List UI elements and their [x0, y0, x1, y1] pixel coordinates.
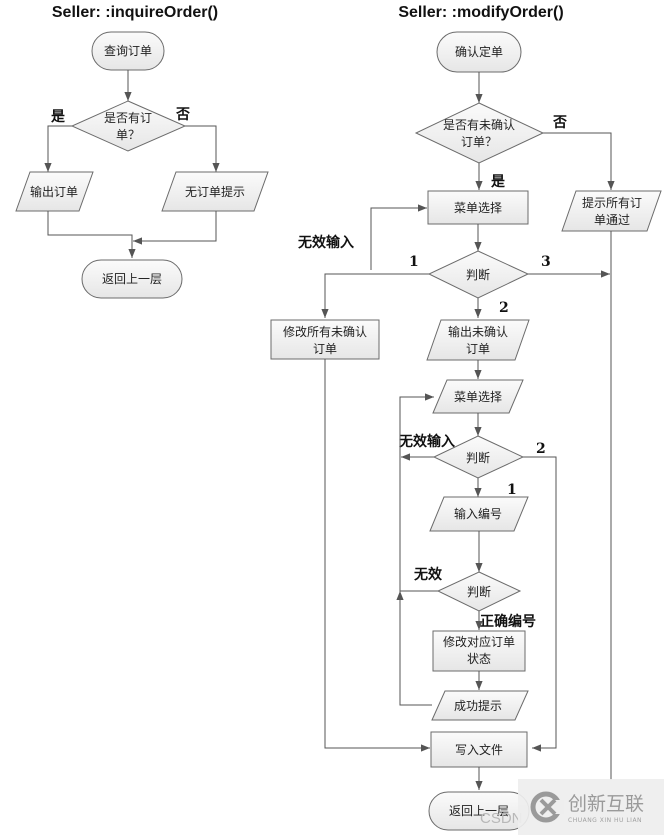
edge-success-loop-up	[396, 591, 432, 706]
judge-2-label: 判断	[466, 450, 490, 465]
modify-status-node: 修改对应订单 状态	[432, 630, 526, 672]
correct-id-label: 正确编号	[480, 613, 536, 630]
input-id-label: 输入编号	[454, 506, 502, 521]
inquire-end-node: 返回上一层	[81, 259, 183, 299]
sub-branch-1-label: 1	[507, 482, 517, 498]
watermark-brand-sub: CHUANG XIN HU LIAN	[568, 817, 642, 824]
inquire-decision-line2: 单？	[116, 128, 140, 142]
edge-invalid-back-to-menu	[370, 204, 427, 270]
success-tip-label: 成功提示	[454, 698, 502, 713]
watermark: CSDN 创新互联 CHUANG XIN HU LIAN	[480, 779, 664, 835]
modify-all-line2: 订单	[313, 342, 337, 356]
branch-3-label: 3	[541, 254, 551, 270]
modify-end-label: 返回上一层	[449, 804, 509, 818]
write-file-label: 写入文件	[455, 742, 503, 757]
judge-1-label: 判断	[466, 267, 490, 282]
branch-2-label: 2	[499, 300, 509, 316]
menu-select-2-label: 菜单选择	[454, 390, 502, 404]
modify-status-line1: 修改对应订单	[443, 634, 515, 649]
menu-select-2-node: 菜单选择	[432, 379, 524, 414]
modify-all-node: 修改所有未确认 订单	[270, 319, 380, 360]
inquire-order-title: Seller: :inquireOrder()	[52, 4, 218, 21]
output-unconfirmed-line1: 输出未确认	[448, 324, 508, 339]
judge-3-label: 判断	[467, 584, 491, 599]
all-passed-tip-line1: 提示所有订	[582, 195, 642, 210]
inquire-decision-line1: 是否有订	[104, 111, 152, 125]
invalid-input-2-label: 无效输入	[398, 433, 455, 450]
input-id-node: 输入编号	[429, 496, 529, 532]
success-tip-node: 成功提示	[431, 690, 529, 721]
modify-start-node: 确认定单	[436, 31, 522, 73]
inquire-end-label: 返回上一层	[102, 272, 162, 286]
edge-branch-1	[321, 273, 429, 318]
all-passed-tip-line2: 单通过	[594, 213, 630, 227]
judge-3-node: 判断	[436, 571, 522, 612]
inquire-decision-node: 是否有订 单？	[70, 100, 187, 152]
inquire-yes-label: 是	[51, 109, 66, 125]
watermark-csdn: CSDN	[480, 810, 523, 827]
all-passed-tip-node: 提示所有订 单通过	[561, 190, 662, 232]
menu-select-1-node: 菜单选择	[427, 190, 529, 225]
edge-tip-to-end	[133, 211, 217, 245]
modify-all-line1: 修改所有未确认	[283, 324, 367, 339]
no-order-tip-node: 无订单提示	[161, 171, 269, 212]
output-orders-label: 输出订单	[30, 184, 78, 199]
inquire-start-label: 查询订单	[104, 44, 152, 58]
inquire-no-label: 否	[175, 107, 190, 123]
sub-branch-2-label: 2	[536, 441, 546, 457]
branch-1-label: 1	[409, 254, 419, 270]
output-unconfirmed-line2: 订单	[466, 342, 490, 356]
no-order-tip-label: 无订单提示	[185, 184, 245, 199]
modify-status-line2: 状态	[467, 652, 491, 666]
edge-output-to-end	[47, 211, 136, 258]
invalid-input-1-label: 无效输入	[297, 234, 354, 251]
modify-start-label: 确认定单	[455, 44, 503, 59]
edge-no-to-tip	[185, 125, 220, 172]
unconfirmed-decision-line2: 订单？	[461, 135, 497, 149]
output-orders-node: 输出订单	[15, 171, 94, 212]
unconfirmed-decision-line1: 是否有未确认	[443, 118, 515, 132]
unconfirmed-decision-node: 是否有未确认 订单？	[414, 102, 545, 164]
output-unconfirmed-node: 输出未确认 订单	[426, 319, 530, 361]
modify-order-title: Seller: :modifyOrder()	[398, 4, 563, 21]
edge-sub-branch-2-to-write	[523, 456, 557, 752]
watermark-logo-icon	[530, 791, 564, 823]
write-file-node: 写入文件	[430, 731, 528, 768]
edge-loop-back-to-menu-2	[399, 393, 434, 591]
watermark-brand: 创新互联	[568, 793, 644, 815]
judge-1-node: 判断	[427, 250, 530, 299]
invalid-label: 无效	[413, 566, 443, 583]
menu-select-1-label: 菜单选择	[454, 201, 502, 215]
edge-modify-all-to-write	[324, 359, 430, 752]
edge-yes-to-output	[44, 125, 72, 172]
modify-yes-label: 是	[491, 174, 506, 190]
inquire-start-node: 查询订单	[91, 31, 165, 71]
edge-no-to-all-passed	[543, 132, 615, 190]
modify-no-label: 否	[552, 115, 567, 131]
modify-end-node: 返回上一层	[428, 791, 530, 831]
